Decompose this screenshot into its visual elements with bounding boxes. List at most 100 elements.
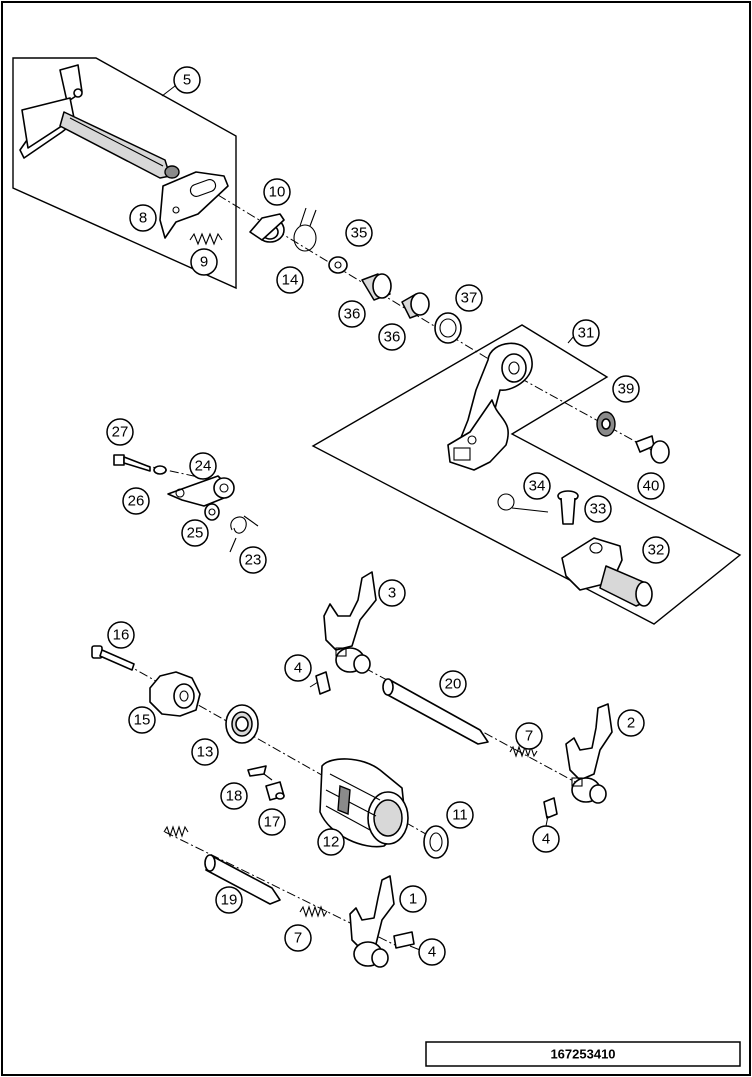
spring-part-23 [229,515,259,553]
svg-text:8: 8 [139,210,147,227]
drawing-number-box: 167253410 [425,1041,741,1067]
callout-31: 31 [572,319,600,347]
spring-part-7a [509,745,538,758]
svg-text:2: 2 [627,715,635,732]
svg-text:25: 25 [187,525,204,542]
bearing-part-13 [225,704,259,744]
callout-5: 5 [173,66,201,94]
svg-text:26: 26 [128,493,145,510]
drawing-number: 167253410 [550,1047,615,1062]
fork-shaft-part-20 [382,678,489,745]
svg-text:4: 4 [542,831,550,848]
callout-2: 2 [617,709,645,737]
svg-text:5: 5 [183,72,191,89]
callout-36a: 36 [338,300,366,328]
group-outline-shift-lever [311,324,742,625]
cam-part-10 [249,213,285,243]
svg-text:4: 4 [294,660,302,677]
svg-text:4: 4 [428,944,436,961]
spring-part-34 [497,493,549,513]
shift-plate-part [159,171,229,239]
svg-text:17: 17 [264,814,281,831]
shift-tip-part-32 [561,537,653,607]
svg-text:15: 15 [134,712,151,729]
callout-leaders [161,85,575,951]
bearing-part-11 [423,825,449,859]
svg-text:36: 36 [344,306,361,323]
svg-text:33: 33 [590,501,607,518]
callout-13: 13 [191,738,219,766]
svg-text:18: 18 [226,788,243,805]
shift-fork-part-3 [323,571,377,674]
shaft-spring-part-19 [163,825,281,905]
spring-washer-part-39 [596,411,616,437]
callout-37: 37 [455,284,483,312]
callout-36b: 36 [378,323,406,351]
callout-34: 34 [523,472,551,500]
callout-39: 39 [612,375,640,403]
svg-text:37: 37 [461,290,478,307]
callout-7b: 7 [284,924,312,952]
callout-16: 16 [107,621,135,649]
callout-4b: 4 [532,825,560,853]
torsion-spring-part-14 [293,207,317,252]
shift-fork-part-1 [349,875,395,968]
group-outline-shift-shaft [12,57,237,290]
roller-part-25 [204,503,220,521]
callout-19: 19 [215,886,243,914]
svg-text:31: 31 [578,325,595,342]
washer-part-26 [153,465,167,475]
shift-fork-part-2 [565,703,613,804]
bushing-part-17 [265,781,285,801]
svg-text:40: 40 [643,478,660,495]
shift-drum-cam-part-15 [149,671,201,717]
svg-text:7: 7 [525,728,533,745]
svg-text:19: 19 [221,892,238,909]
callout-7a: 7 [515,722,543,750]
svg-text:34: 34 [529,478,546,495]
shift-lever-part-31 [447,342,533,471]
callout-11: 11 [446,801,474,829]
callout-33: 33 [584,495,612,523]
needle-bearing-part-36a [361,273,392,301]
callout-18: 18 [220,782,248,810]
svg-text:10: 10 [269,184,286,201]
svg-text:27: 27 [112,424,129,441]
callout-9: 9 [190,248,218,276]
guide-pin-part-4c [393,931,415,949]
spring-part-9 [189,232,223,246]
svg-text:1: 1 [409,891,417,908]
callout-4a: 4 [284,654,312,682]
svg-text:7: 7 [294,930,302,947]
callout-35: 35 [345,219,373,247]
svg-text:16: 16 [113,627,130,644]
callout-8: 8 [129,204,157,232]
svg-text:36: 36 [384,329,401,346]
shift-drum-part-12 [319,758,409,848]
callout-3: 3 [378,579,406,607]
pin-part-18 [247,765,273,781]
svg-text:12: 12 [323,834,340,851]
svg-text:24: 24 [195,458,212,475]
callout-26: 26 [122,487,150,515]
callout-10: 10 [263,178,291,206]
svg-text:3: 3 [388,585,396,602]
washer-part-35 [328,256,348,274]
guide-pin-part-4b [543,797,558,819]
callout-27: 27 [106,418,134,446]
lever-part-24 [167,475,235,507]
callout-1: 1 [399,885,427,913]
svg-text:13: 13 [197,744,214,761]
callout-25: 25 [181,519,209,547]
svg-text:35: 35 [351,225,368,242]
callout-32: 32 [642,536,670,564]
callout-17: 17 [258,808,286,836]
svg-text:9: 9 [200,254,208,271]
svg-text:20: 20 [445,676,462,693]
guide-pin-part-4a [315,671,331,695]
callout-14: 14 [276,266,304,294]
callout-15: 15 [128,706,156,734]
bolt-part-16 [91,645,135,671]
